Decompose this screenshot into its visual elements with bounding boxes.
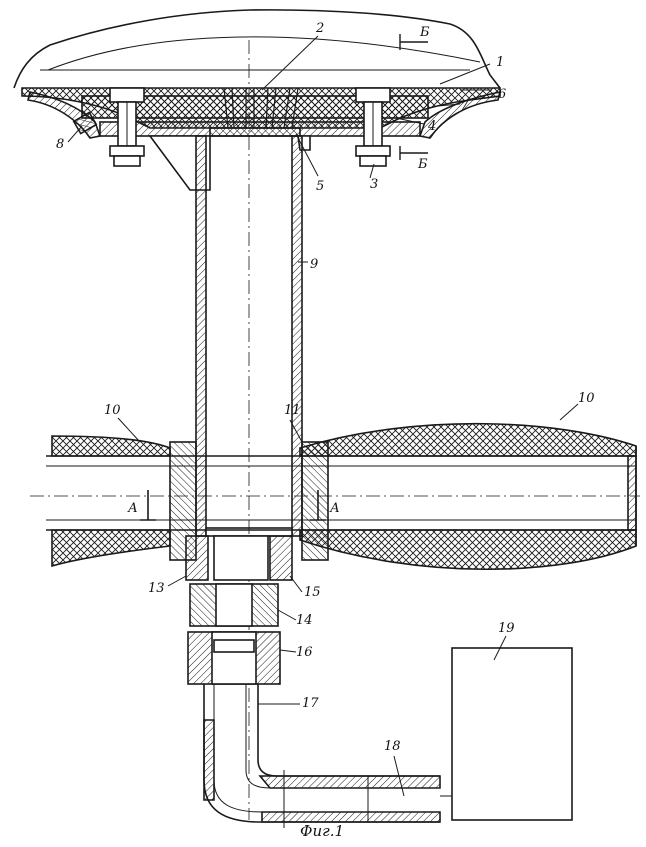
figure-caption: Фиг.1 [300,822,344,840]
label-9: 9 [310,258,318,271]
label-11: 11 [284,404,301,417]
unit-19 [452,648,572,820]
label-14: 14 [296,614,313,627]
section-mark-a-left: А [128,502,138,515]
label-18: 18 [384,740,401,753]
seat-cover [14,10,500,88]
label-17: 17 [302,697,319,710]
label-19: 19 [498,622,515,635]
label-8: 8 [56,138,64,151]
tube-9-wall-left [196,136,206,536]
label-16: 16 [296,646,313,659]
label-1: 1 [496,56,504,69]
label-5: 5 [316,180,324,193]
label-7: 7 [460,100,468,113]
foam-10-right [300,424,636,456]
fitting-15 [270,536,292,580]
label-4: 4 [428,120,436,133]
tube-9-wall-right [292,136,302,536]
diffuser [210,128,300,136]
label-13: 13 [148,582,165,595]
clamp-11-right [302,442,328,560]
hose-17 [204,684,440,822]
label-2: 2 [316,22,324,35]
section-mark-a-right: А [330,502,340,515]
label-3: 3 [370,178,378,191]
foam-10-left [52,436,170,456]
label-15: 15 [304,586,321,599]
label-10-left: 10 [104,404,121,417]
label-6: 6 [498,88,506,101]
section-mark-b-bottom: Б [418,158,428,171]
label-10-right: 10 [578,392,595,405]
fitting-13 [186,536,208,580]
section-mark-b-top: Б [420,26,430,39]
